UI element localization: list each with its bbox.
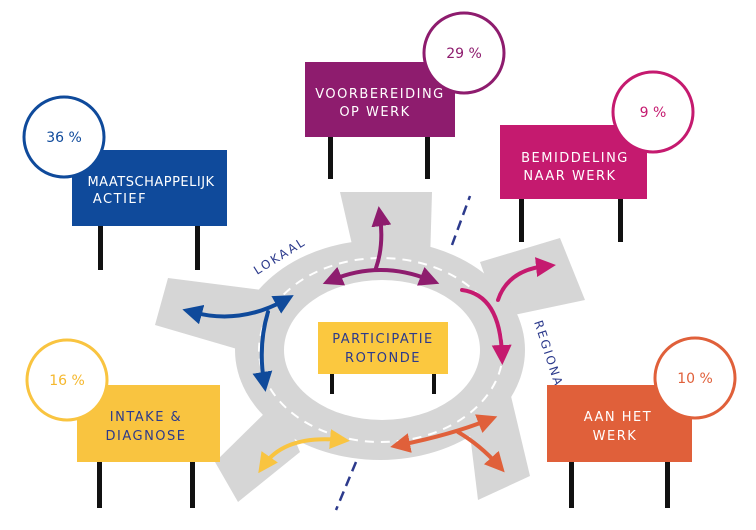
region-divider-bottom <box>334 461 358 511</box>
sign-label-line1: BEMIDDELING <box>521 151 629 166</box>
arrows-voorbereiding <box>322 206 440 286</box>
sign-intake-diagnose: INTAKE & DIAGNOSE 16 % <box>25 338 220 508</box>
percent-value: 9 % <box>640 105 667 121</box>
arrow-blue-1 <box>182 295 294 325</box>
sign-aan-het-werk: AAN HET WERK 10 % <box>547 336 737 508</box>
arrow-purple-1 <box>322 266 440 286</box>
center-sign-line2: ROTONDE <box>345 351 421 366</box>
region-divider-top <box>450 195 472 246</box>
sign-label-line2: OP WERK <box>339 105 410 120</box>
arrows-intake <box>258 429 350 474</box>
arrow-blue-2 <box>252 310 273 392</box>
sign-maatschappelijk-actief: MAATSCHAPPELIJK ACTIEF 36 % <box>22 95 227 270</box>
percent-badge <box>22 95 106 179</box>
sign-bemiddeling-naar-werk: BEMIDDELING NAAR WERK 9 % <box>500 70 695 242</box>
arrow-orange-2 <box>456 430 505 473</box>
sign-post <box>569 460 574 508</box>
sign-post <box>97 460 102 508</box>
sign-label-line2: WERK <box>593 429 638 444</box>
arrows-aan-het-werk <box>390 414 505 473</box>
sign-post <box>665 460 670 508</box>
percent-badge <box>653 336 737 420</box>
sign-board <box>72 150 227 226</box>
arrow-magenta-2 <box>496 257 556 302</box>
center-sign: PARTICIPATIE ROTONDE <box>318 322 448 394</box>
arrow-magenta-1 <box>460 288 512 365</box>
sign-label-line2: ACTIEF <box>93 192 147 207</box>
center-sign-post-right <box>432 372 436 394</box>
sign-post <box>519 198 524 242</box>
percent-badge <box>422 11 506 95</box>
sign-label-line1: AAN HET <box>584 410 652 425</box>
sign-label-line2: DIAGNOSE <box>105 429 186 444</box>
arrow-orange-1 <box>390 414 498 453</box>
sign-label-line1: MAATSCHAPPELIJK <box>87 175 214 190</box>
percent-value: 36 % <box>46 130 82 146</box>
arrows-maatschappelijk <box>182 295 294 392</box>
sign-label-line1: VOORBEREIDING <box>315 87 445 102</box>
sign-label-line2: NAAR WERK <box>523 169 616 184</box>
center-sign-line1: PARTICIPATIE <box>332 332 434 347</box>
sign-voorbereiding-op-werk: VOORBEREIDING OP WERK 29 % <box>305 11 506 179</box>
sign-post <box>425 135 430 179</box>
sign-post <box>195 225 200 270</box>
sign-label-line1: INTAKE & <box>110 410 182 425</box>
center-sign-post-left <box>330 372 334 394</box>
sign-post <box>190 460 195 508</box>
arrows-bemiddeling <box>460 257 556 365</box>
arrow-purple-2 <box>371 206 392 270</box>
center-sign-board <box>318 322 448 374</box>
percent-value: 29 % <box>446 46 482 62</box>
percent-badge <box>25 338 109 422</box>
percent-value: 10 % <box>677 371 713 387</box>
arrow-yellow-1 <box>258 429 350 474</box>
sign-post <box>98 225 103 270</box>
percent-value: 16 % <box>49 373 85 389</box>
percent-badge <box>611 70 695 154</box>
sign-post <box>328 135 333 179</box>
sign-post <box>618 198 623 242</box>
